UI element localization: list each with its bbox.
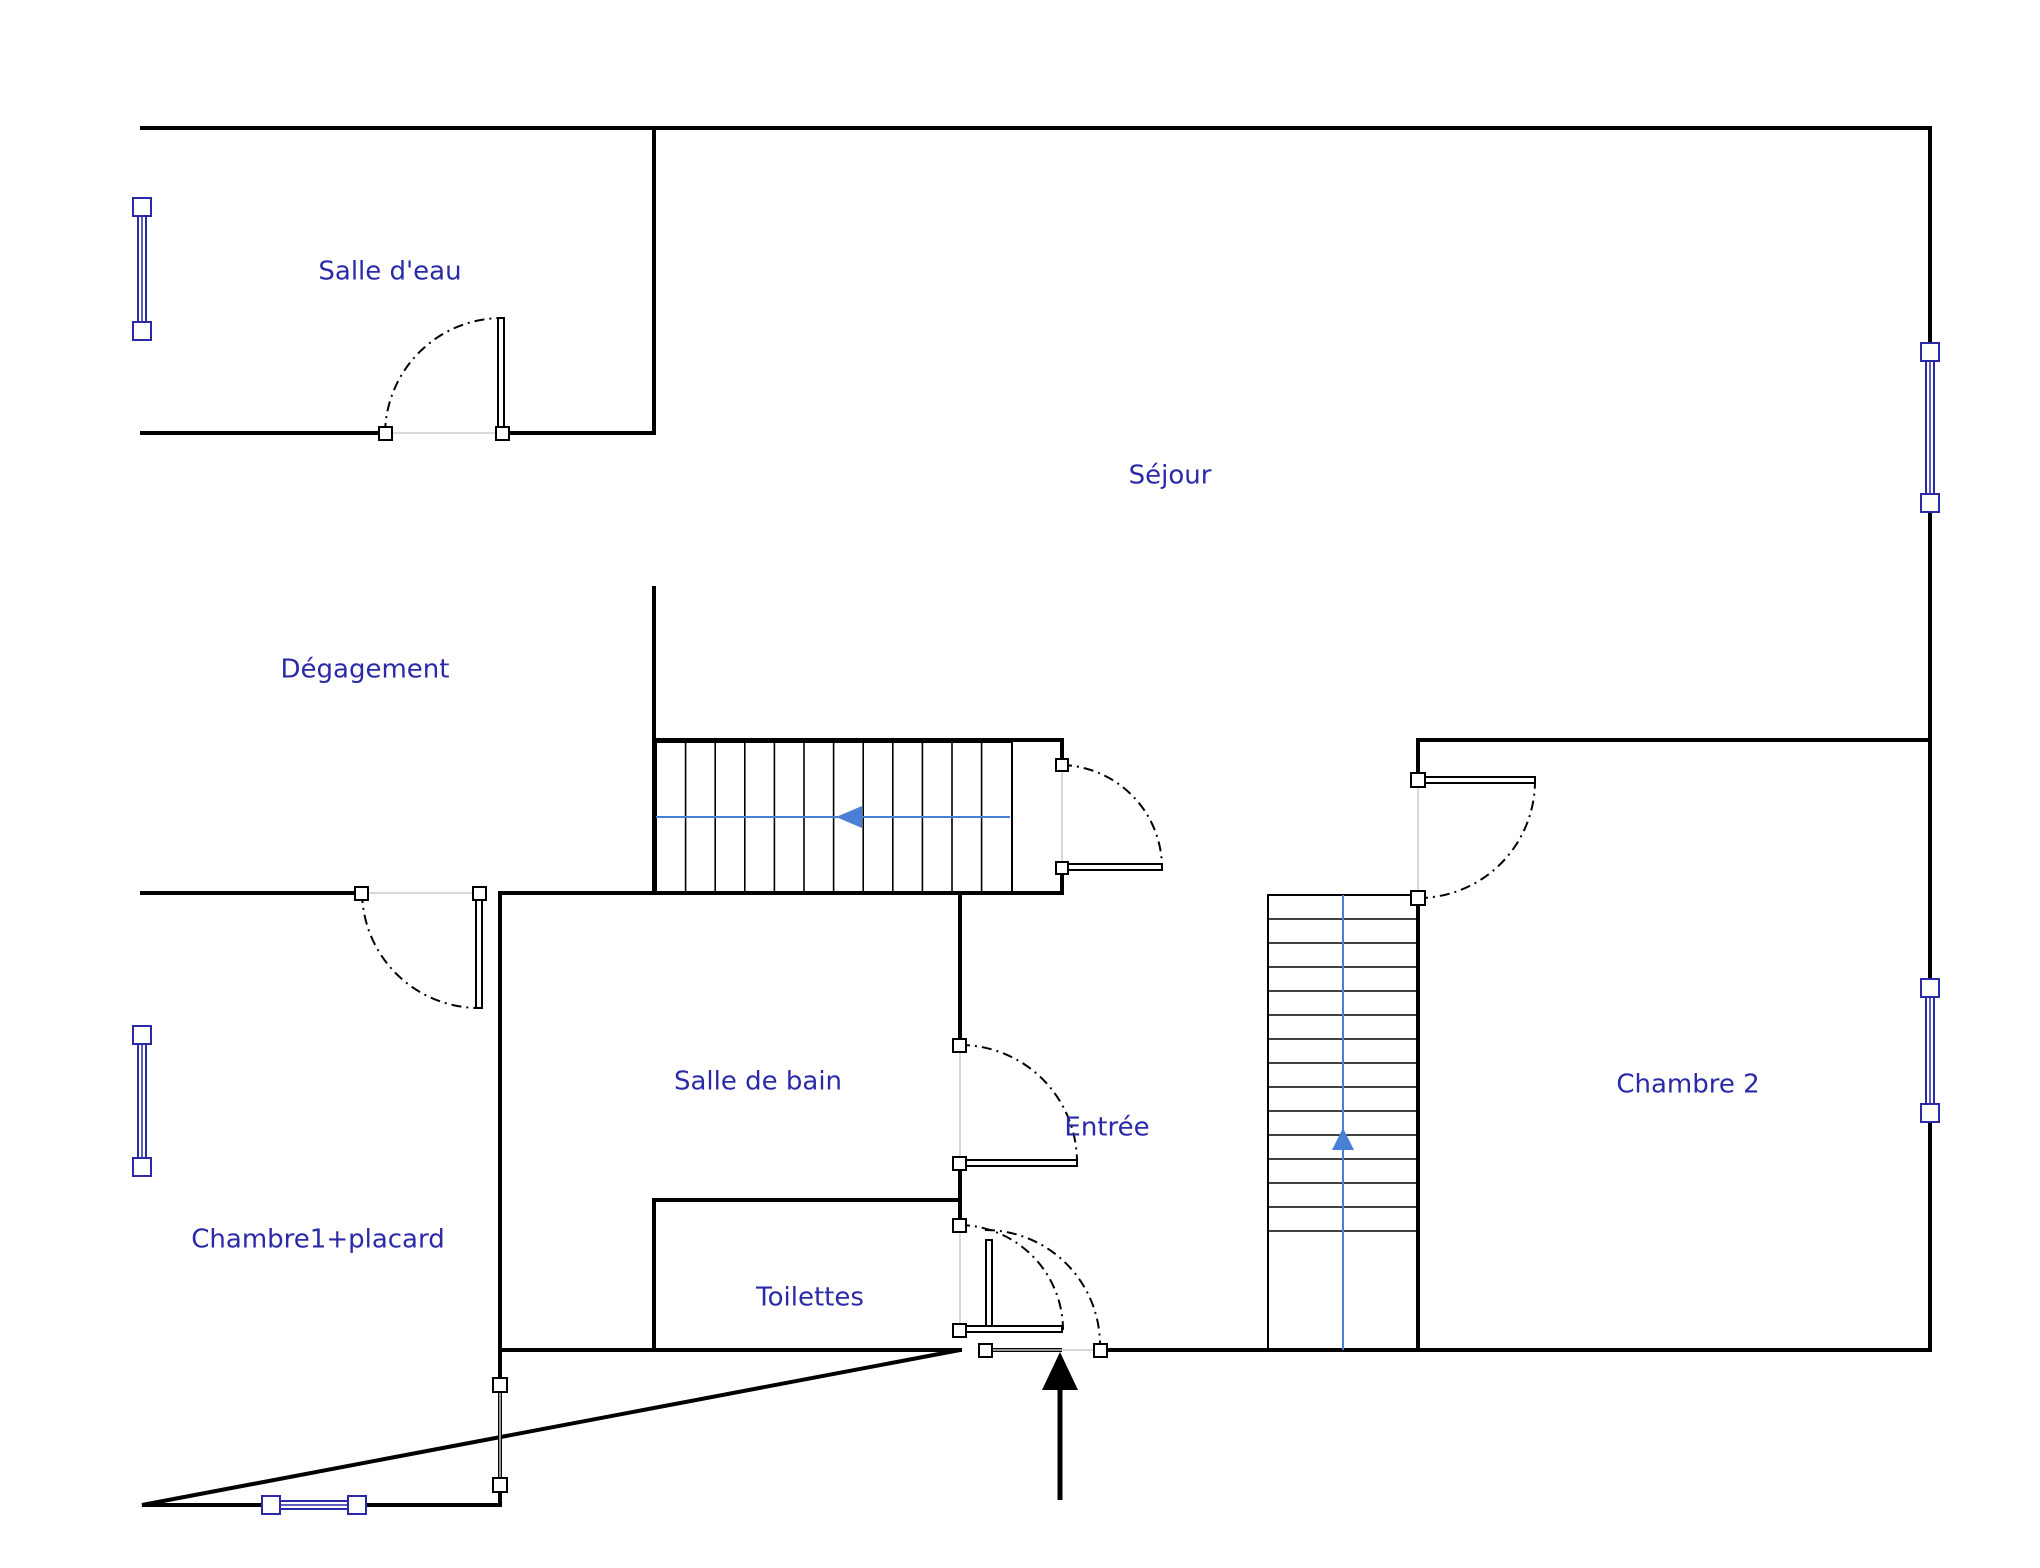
exterior-wall	[140, 126, 1932, 1507]
room-label-degagement: Dégagement	[281, 655, 450, 685]
room-label-toilettes: Toilettes	[755, 1283, 864, 1313]
door-salle-eau	[378, 317, 510, 441]
entrance-arrow-icon	[1042, 1352, 1078, 1500]
window-chambre-1-west	[132, 1025, 152, 1177]
room-label-chambre-1: Chambre1+placard	[191, 1225, 444, 1255]
window-chambre-1-south	[261, 1495, 367, 1515]
window-sejour	[1920, 342, 1940, 513]
staircase-upper	[655, 741, 1013, 893]
staircase-lower	[1267, 894, 1419, 1351]
room-label-chambre-2: Chambre 2	[1616, 1070, 1759, 1100]
window-chambre-2	[1920, 978, 1940, 1123]
stair-lower-arrow-icon	[1332, 1128, 1354, 1150]
stair-upper-arrow-icon	[836, 806, 862, 828]
door-salle-de-bain	[952, 1038, 1079, 1171]
window-salle-eau	[132, 197, 152, 341]
windows	[132, 197, 1940, 1515]
room-labels: Salle d'eau Séjour Dégagement Salle de b…	[191, 257, 1759, 1313]
door-toilettes	[952, 1218, 1064, 1338]
room-label-salle-de-bain: Salle de bain	[674, 1067, 842, 1097]
room-label-entree: Entrée	[1064, 1113, 1149, 1143]
door-placard	[492, 1377, 508, 1493]
doors	[354, 317, 1537, 1493]
room-label-salle-eau: Salle d'eau	[318, 257, 461, 287]
door-stair	[1055, 758, 1163, 875]
door-chambre-2	[1410, 772, 1537, 906]
walls	[140, 126, 1932, 1507]
door-entree	[978, 1229, 1108, 1358]
room-label-sejour: Séjour	[1129, 461, 1212, 491]
door-chambre-1	[354, 886, 487, 1009]
